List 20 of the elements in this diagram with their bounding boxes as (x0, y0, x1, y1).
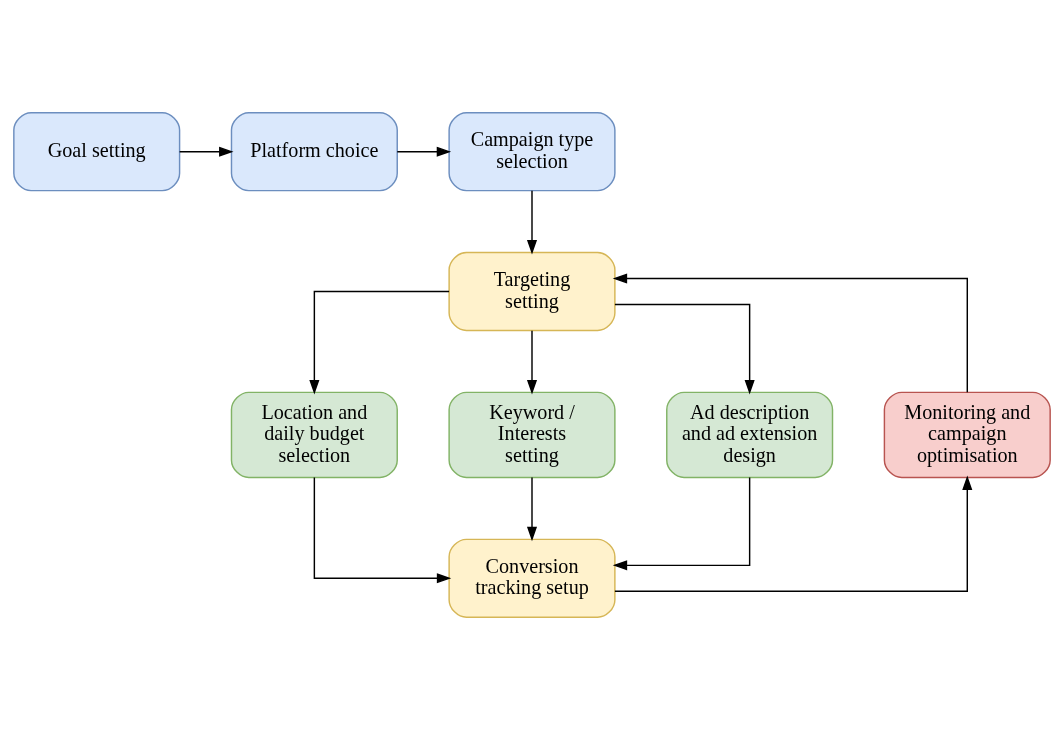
node-box: Location and daily budget selection (230, 391, 398, 479)
node-box: Targeting setting (448, 251, 616, 332)
node-box: Ad description and ad extension design (666, 391, 834, 479)
arrow (526, 189, 538, 255)
node-box: Keyword / Interests setting (448, 391, 616, 479)
node-box: Campaign type selection (448, 112, 616, 192)
node-box: Monitoring and campaign optimisation (883, 391, 1051, 479)
node-box: Goal setting (13, 112, 181, 192)
arrow (614, 475, 973, 592)
arrow (313, 476, 452, 584)
arrow (526, 329, 538, 395)
arrow (612, 476, 751, 571)
node-box: Platform choice (230, 112, 398, 192)
arrow (309, 290, 450, 395)
arrow (612, 273, 968, 393)
arrow (178, 146, 234, 157)
arrow (614, 303, 755, 395)
arrow (526, 476, 538, 542)
node-box: Conversion tracking setup (448, 538, 616, 618)
arrow (396, 146, 452, 157)
